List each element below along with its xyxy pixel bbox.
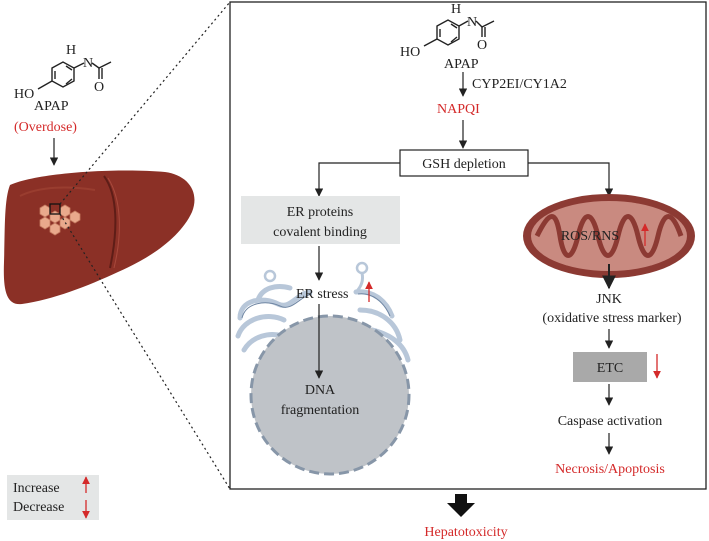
liver-illustration	[3, 170, 195, 305]
overdose-label: (Overdose)	[14, 120, 77, 135]
apap-label-left: APAP	[34, 99, 69, 114]
branch-to-er	[314, 162, 400, 197]
gsh-depletion-label: GSH depletion	[422, 157, 506, 172]
er-proteins-box	[241, 196, 400, 244]
er-stress-label: ER stress	[296, 287, 349, 302]
dna-line1: DNA	[305, 383, 336, 398]
zoom-line-bottom	[59, 213, 231, 490]
result-arrow	[447, 494, 475, 517]
er-proteins-line2: covalent binding	[273, 225, 367, 240]
hydroxyl-label-left: HO	[14, 87, 34, 102]
jnk-label: JNK	[596, 292, 622, 307]
napqi-label: NAPQI	[437, 102, 480, 117]
zoom-square	[49, 203, 61, 215]
ros-rns-label: ROS/RNS	[561, 229, 619, 244]
legend	[7, 475, 99, 520]
apap-molecule-left	[37, 61, 112, 90]
hydroxyl-label-detail: HO	[400, 45, 420, 60]
etc-box	[573, 352, 647, 382]
caspase-label: Caspase activation	[558, 414, 663, 429]
oxygen-label-left: O	[94, 80, 104, 95]
mitochondrion-illustration	[523, 194, 695, 278]
apap-molecule-detail	[423, 19, 495, 47]
amine-h-label-detail: H	[451, 2, 461, 17]
apap-label-detail: APAP	[444, 57, 479, 72]
hepatotoxicity-label: Hepatotoxicity	[424, 525, 507, 540]
nitrogen-label-detail: N	[467, 15, 477, 30]
zoom-line-top	[59, 1, 231, 205]
enzymes-label: CYP2EI/CY1A2	[472, 77, 567, 92]
legend-increase-label: Increase	[13, 481, 60, 496]
nucleus-er-illustration	[235, 261, 411, 476]
branch-to-mito	[528, 162, 614, 197]
necrosis-apoptosis-label: Necrosis/Apoptosis	[555, 462, 665, 477]
nitrogen-label-left: N	[83, 56, 93, 71]
legend-decrease-label: Decrease	[13, 500, 64, 515]
er-proteins-line1: ER proteins	[287, 205, 354, 220]
etc-label: ETC	[597, 361, 623, 376]
amine-h-label-left: H	[66, 43, 76, 58]
oxygen-label-detail: O	[477, 38, 487, 53]
dna-line2: fragmentation	[281, 403, 360, 418]
jnk-note-label: (oxidative stress marker)	[542, 311, 682, 326]
gsh-depletion-box	[399, 149, 529, 177]
